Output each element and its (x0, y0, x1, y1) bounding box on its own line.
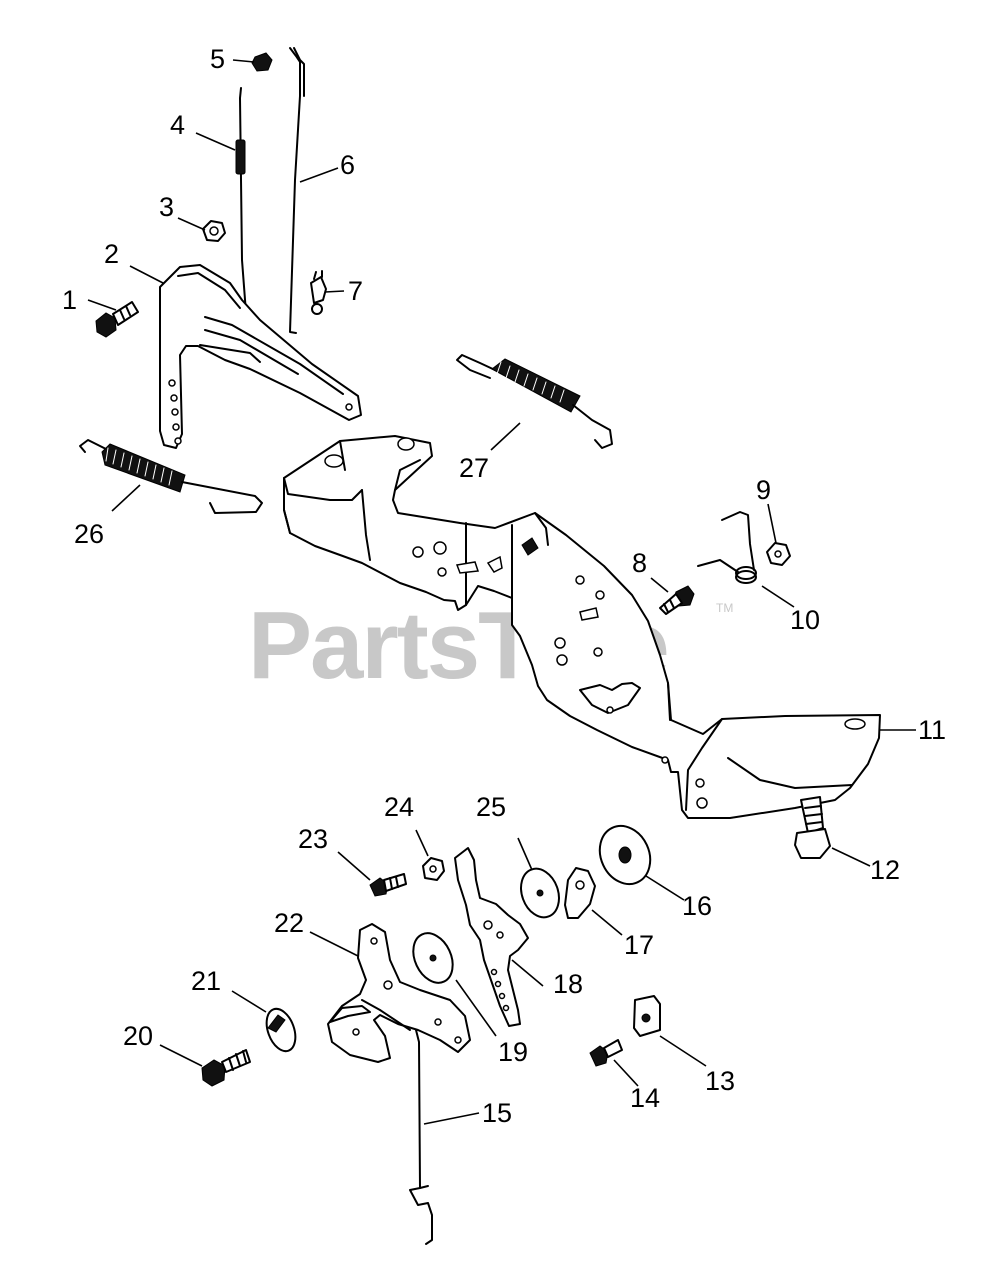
part-27-spring[interactable] (456, 354, 613, 449)
callout-26: 26 (74, 519, 104, 549)
part-21-washer[interactable] (261, 1005, 300, 1055)
callout-labels: 1 2 3 4 5 6 7 8 9 10 11 12 13 14 15 16 1… (62, 44, 946, 1128)
callout-25: 25 (476, 792, 506, 822)
callout-5: 5 (210, 44, 225, 74)
part-20-bolt[interactable] (201, 1049, 251, 1087)
part-10-spring[interactable] (697, 511, 757, 584)
part-26-spring[interactable] (79, 439, 263, 514)
callout-14: 14 (630, 1083, 660, 1113)
callout-4: 4 (170, 110, 185, 140)
callout-2: 2 (104, 239, 119, 269)
part-24-nut[interactable] (422, 857, 445, 881)
watermark-trademark: TM (716, 601, 733, 615)
callout-19: 19 (498, 1037, 528, 1067)
callout-7: 7 (348, 276, 363, 306)
callout-10: 10 (790, 605, 820, 635)
callout-23: 23 (298, 824, 328, 854)
part-9-nut[interactable] (766, 542, 791, 566)
part-23-bolt[interactable] (369, 873, 407, 897)
part-19-washer[interactable] (406, 927, 461, 989)
callout-17: 17 (624, 930, 654, 960)
part-13-clip[interactable] (633, 995, 661, 1037)
callout-11: 11 (918, 715, 946, 745)
callout-18: 18 (553, 969, 583, 999)
part-8-bolt[interactable] (659, 585, 695, 615)
part-6-rod[interactable] (289, 47, 305, 334)
part-11-frame-plate[interactable] (283, 435, 881, 819)
part-2-bracket[interactable] (159, 264, 362, 449)
part-15-rod[interactable] (409, 1029, 433, 1245)
part-25-washer[interactable] (515, 863, 566, 922)
callout-12: 12 (870, 855, 900, 885)
callout-21: 21 (191, 966, 221, 996)
part-1-bolt[interactable] (95, 301, 139, 338)
part-12-stud[interactable] (794, 796, 831, 859)
callout-27: 27 (459, 453, 489, 483)
part-22-lever-bracket[interactable] (327, 923, 471, 1063)
callout-20: 20 (123, 1021, 153, 1051)
callout-6: 6 (340, 150, 355, 180)
part-4-spring-rod[interactable] (235, 87, 248, 327)
callout-15: 15 (482, 1098, 512, 1128)
leader-lines (87, 59, 916, 1125)
callout-16: 16 (682, 891, 712, 921)
callout-24: 24 (384, 792, 414, 822)
callout-9: 9 (756, 475, 771, 505)
callout-22: 22 (274, 908, 304, 938)
part-5-nut[interactable] (251, 52, 273, 72)
callout-13: 13 (705, 1066, 735, 1096)
part-16-washer[interactable] (591, 818, 660, 893)
part-7-clip[interactable] (310, 270, 327, 315)
callout-1: 1 (62, 285, 77, 315)
callout-8: 8 (632, 548, 647, 578)
part-17-plate[interactable] (564, 867, 596, 919)
part-18-arm[interactable] (454, 847, 529, 1027)
part-14-bolt[interactable] (589, 1039, 623, 1067)
part-3-nut[interactable] (202, 220, 226, 242)
callout-3: 3 (159, 192, 174, 222)
